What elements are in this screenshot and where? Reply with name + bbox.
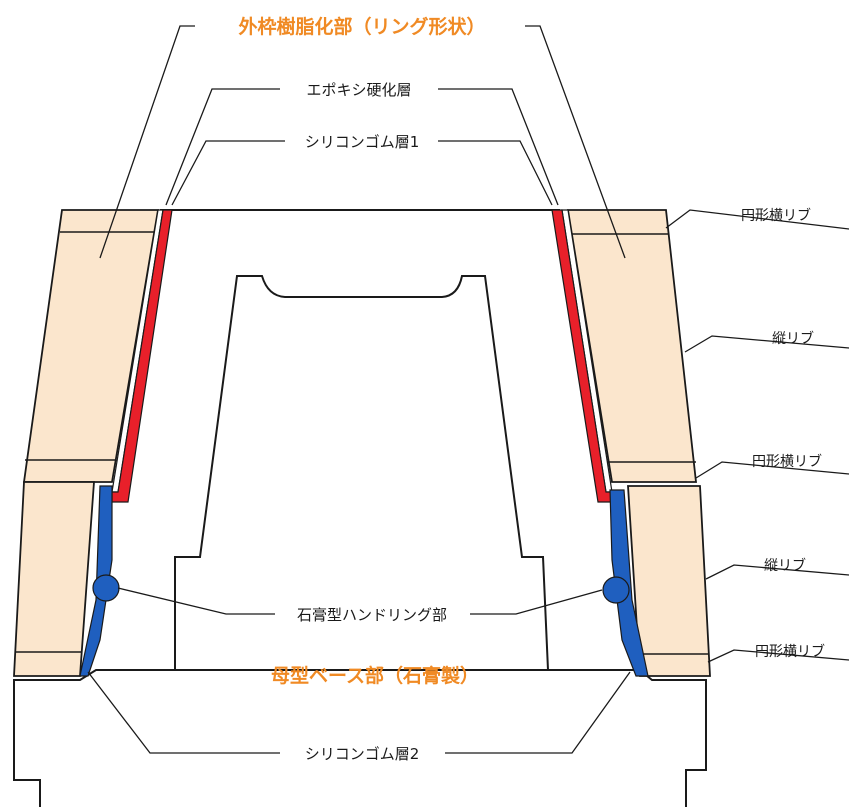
label-silicone-layer-1: シリコンゴム層1 [305,133,420,151]
mother-base-outline [13,669,707,807]
label-silicone-layer-2: シリコンゴム層2 [305,745,420,763]
leader-lines [87,25,849,754]
inner-core-outline [174,275,549,671]
label-epoxy-layer: エポキシ硬化層 [306,81,411,99]
right-frame-upper-block [566,209,698,483]
left-silicone-layer-2 [79,485,113,677]
label-mother-base: 母型ベース部（石膏製） [271,664,479,687]
left-handling-knob [92,574,120,602]
label-vertical-rib-lower: 縦リブ [764,557,806,574]
right-frame-lower-block [627,485,711,677]
label-circular-rib-top: 円形横リブ [741,207,811,224]
label-vertical-rib-upper: 縦リブ [772,330,814,347]
right-handling-knob [602,576,630,604]
label-outer-frame-resin: 外枠樹脂化部（リング形状） [238,15,485,38]
label-circular-rib-bottom: 円形横リブ [755,643,825,660]
left-frame-lower-block [13,481,95,677]
right-silicone-layer-2 [609,489,649,677]
label-gypsum-handling: 石膏型ハンドリング部 [297,606,447,624]
left-frame-upper-block [22,209,160,483]
label-circular-rib-mid: 円形横リブ [752,453,822,470]
